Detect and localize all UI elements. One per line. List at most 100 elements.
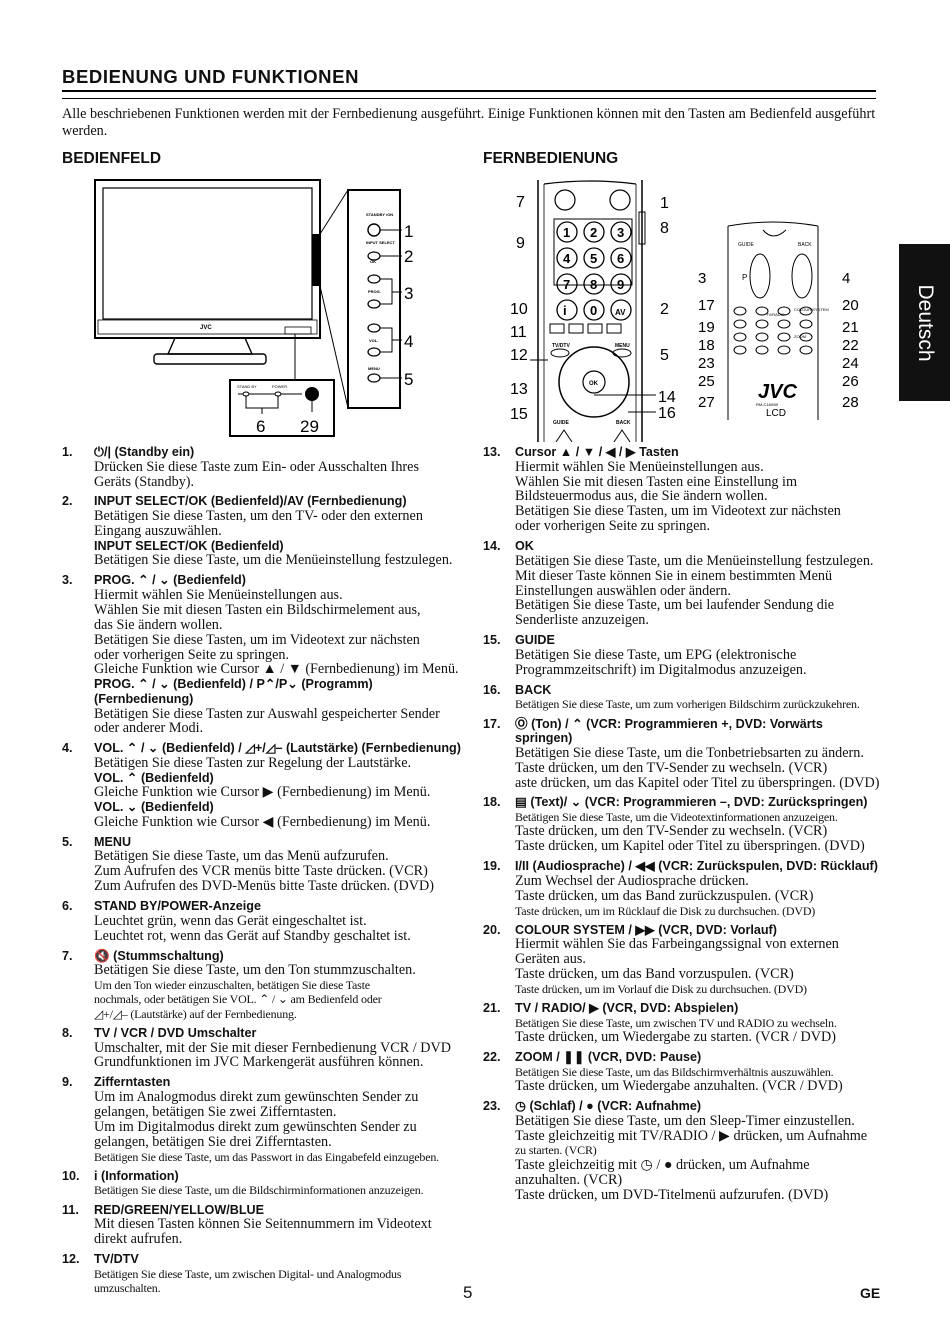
remote-callout-12: 12 xyxy=(510,347,528,364)
item-title: I/II (Audiosprache) / ◀◀ (VCR: Zurückspu… xyxy=(515,859,878,874)
item-subheading: VOL. ⌃ (Bedienfeld) xyxy=(94,770,214,785)
item-title: 🔇 (Stummschaltung) xyxy=(94,948,224,963)
item-subheading: PROG. ⌃ / ⌄ (Bedienfeld) / P⌃/P⌄ (Progra… xyxy=(94,677,373,706)
remote-callout-7: 7 xyxy=(516,194,525,211)
item-text-line: Um im Analogmodus direkt zum gewünschten… xyxy=(94,1088,419,1105)
item-title: ZOOM / ❚❚ (VCR, DVD: Pause) xyxy=(515,1050,702,1065)
item-text-line: Hiermit wählen Sie Menüeinstellungen aus… xyxy=(94,586,343,603)
detail-callout-right: 26 xyxy=(842,373,859,390)
item-gap xyxy=(62,894,462,898)
item-text-line: Bildsteuermodus aus, die Sie ändern woll… xyxy=(515,488,768,505)
item-text-line: Betätigen Sie diese Taste, um zum vorher… xyxy=(515,697,860,712)
language-tab-label: Deutsch xyxy=(913,283,937,362)
item-title: TV / RADIO/ ▶ (VCR, DVD: Abspielen) xyxy=(515,1001,739,1016)
item-text-line: ◿+/◿– (Lautstärke) auf der Fernbedienung… xyxy=(94,1006,297,1021)
item-heading: 1. ⏻/| (Standby ein) xyxy=(62,445,462,460)
detail-callout-right: 24 xyxy=(842,355,859,372)
detail-button xyxy=(755,345,769,355)
item-heading: 7. 🔇 (Stummschaltung) xyxy=(62,949,462,964)
item-heading: 21.TV / RADIO/ ▶ (VCR, DVD: Abspielen) xyxy=(483,1001,883,1016)
detail-callout-right: 22 xyxy=(842,337,859,354)
panel-menu-button xyxy=(367,373,381,383)
item-text-line: Taste drücken, um Kapitel oder Titel zu … xyxy=(515,838,865,855)
remote-mute-button xyxy=(554,189,576,211)
item-text-line: Betätigen Sie diese Taste, um das Passwo… xyxy=(94,1149,439,1164)
item-title: GUIDE xyxy=(515,633,555,648)
remote-digit-button xyxy=(556,299,578,321)
item-text-line: Betätigen Sie diese Tasten, um den TV- o… xyxy=(94,508,423,524)
item-text-line: Umschalter, mit der Sie mit dieser Fernb… xyxy=(94,1039,451,1056)
detail-label-tvradio: TV/RADIO xyxy=(766,312,785,317)
remote-digit-button xyxy=(556,247,578,269)
item-text-line: zu starten. (VCR) xyxy=(515,1143,597,1158)
item-text-line: Mit diesen Tasten können Sie Seitennumme… xyxy=(94,1216,432,1233)
item-heading: 5.MENU xyxy=(62,835,462,850)
item-text-line: gelangen, betätigen Sie zwei Zifferntast… xyxy=(94,1103,337,1120)
panel-remote-sensor xyxy=(305,387,319,401)
remote-digit-button xyxy=(583,299,605,321)
item-text-line: Um im Digitalmodus direkt zum gewünschte… xyxy=(94,1118,417,1135)
panel-standby-button xyxy=(367,223,381,237)
item-text-line: Taste gleichzeitig mit ◷ / ● drücken, um… xyxy=(515,1156,810,1173)
remote-callout-10: 10 xyxy=(510,301,528,318)
item-text-line: Taste drücken, um im Vorlauf die Disk zu… xyxy=(515,982,807,997)
detail-callout-left: 18 xyxy=(698,337,715,354)
item-text-line: Gleiche Funktion wie Cursor ▶ (Fernbedie… xyxy=(94,784,431,801)
item-title: COLOUR SYSTEM / ▶▶ (VCR, DVD: Vorlauf) xyxy=(515,922,777,937)
item-text-line: Betätigen Sie diese Tasten, um im Videot… xyxy=(94,631,420,648)
detail-button xyxy=(733,332,747,342)
remote-digit-label: 6 xyxy=(617,251,624,266)
detail-callout-right: 21 xyxy=(842,319,859,336)
item-text-line: Taste drücken, um das Band vorzuspulen. … xyxy=(515,966,794,983)
item-heading: 19.I/II (Audiosprache) / ◀◀ (VCR: Zurück… xyxy=(483,859,883,874)
item-number: 7. xyxy=(62,948,73,963)
remote-ok-button xyxy=(582,370,606,394)
item-heading: 2.INPUT SELECT/OK (Bedienfeld)/AV (Fernb… xyxy=(62,494,462,509)
detail-callout-left: 17 xyxy=(698,297,715,314)
item-text-line: Betätigen Sie diese Taste, um EPG (elekt… xyxy=(515,646,797,663)
remote-digit-frame xyxy=(553,218,633,286)
item-text-line: Drücken Sie diese Taste zum Ein- oder Au… xyxy=(94,458,419,475)
remote-digit-label: 5 xyxy=(590,251,597,266)
list-item: 2.INPUT SELECT/OK (Bedienfeld)/AV (Fernb… xyxy=(62,494,462,568)
panel-callout-4: 4 xyxy=(404,332,413,351)
item-gap xyxy=(62,944,462,948)
tv-brand-label: JVC xyxy=(200,325,212,331)
detail-callout-left: 3 xyxy=(698,270,706,287)
panel-label-menu: MENU xyxy=(368,366,380,371)
detail-button xyxy=(799,345,813,355)
remote-digit-button xyxy=(610,273,632,295)
item-title: STAND BY/POWER-Anzeige xyxy=(94,899,261,914)
item-text-line: Betätigen Sie diese Taste, um die Bildsc… xyxy=(94,1183,424,1198)
item-title: Zifferntasten xyxy=(94,1075,171,1090)
item-text-line: Betätigen Sie diese Taste, um die Menüei… xyxy=(94,552,453,569)
detail-button xyxy=(733,319,747,329)
remote-digit-label: AV xyxy=(615,308,626,317)
page-number: 5 xyxy=(463,1283,473,1302)
item-title: ⏻/| (Standby ein) xyxy=(94,445,195,459)
remote-callout-16: 16 xyxy=(658,405,676,422)
item-title: MENU xyxy=(94,834,132,849)
detail-button xyxy=(777,306,791,316)
remote-power-button xyxy=(609,189,631,211)
panel-label-vol: VOL. xyxy=(369,338,378,343)
detail-button xyxy=(755,306,769,316)
item-number: 1. xyxy=(62,445,73,459)
detail-callout-left: 23 xyxy=(698,355,715,372)
list-item: 7.🔇 (Stummschaltung)Betätigen Sie diese … xyxy=(62,949,462,1021)
item-text-line: Eingang auszuwählen. xyxy=(94,522,222,539)
item-title: ▤ (Text)/ ⌄ (VCR: Programmieren –, DVD: … xyxy=(515,795,868,810)
item-text-line: Zum Aufrufen des VCR menüs bitte Taste d… xyxy=(94,863,428,880)
item-title: OK xyxy=(515,539,534,554)
detail-button xyxy=(755,332,769,342)
remote-digit-label: 0 xyxy=(590,303,597,318)
panel-label-standby-led: STAND BY xyxy=(237,384,257,389)
detail-callout-right: 20 xyxy=(842,297,859,314)
item-heading: 3.PROG. ⌃ / ⌄ (Bedienfeld) xyxy=(62,573,462,588)
item-text-line: Taste drücken, um das Band zurückzuspule… xyxy=(515,887,814,904)
left-column: 1. ⏻/| (Standby ein)Drücken Sie diese Tas… xyxy=(62,444,462,1299)
item-subheading: VOL. ⌄ (Bedienfeld) xyxy=(94,800,214,815)
